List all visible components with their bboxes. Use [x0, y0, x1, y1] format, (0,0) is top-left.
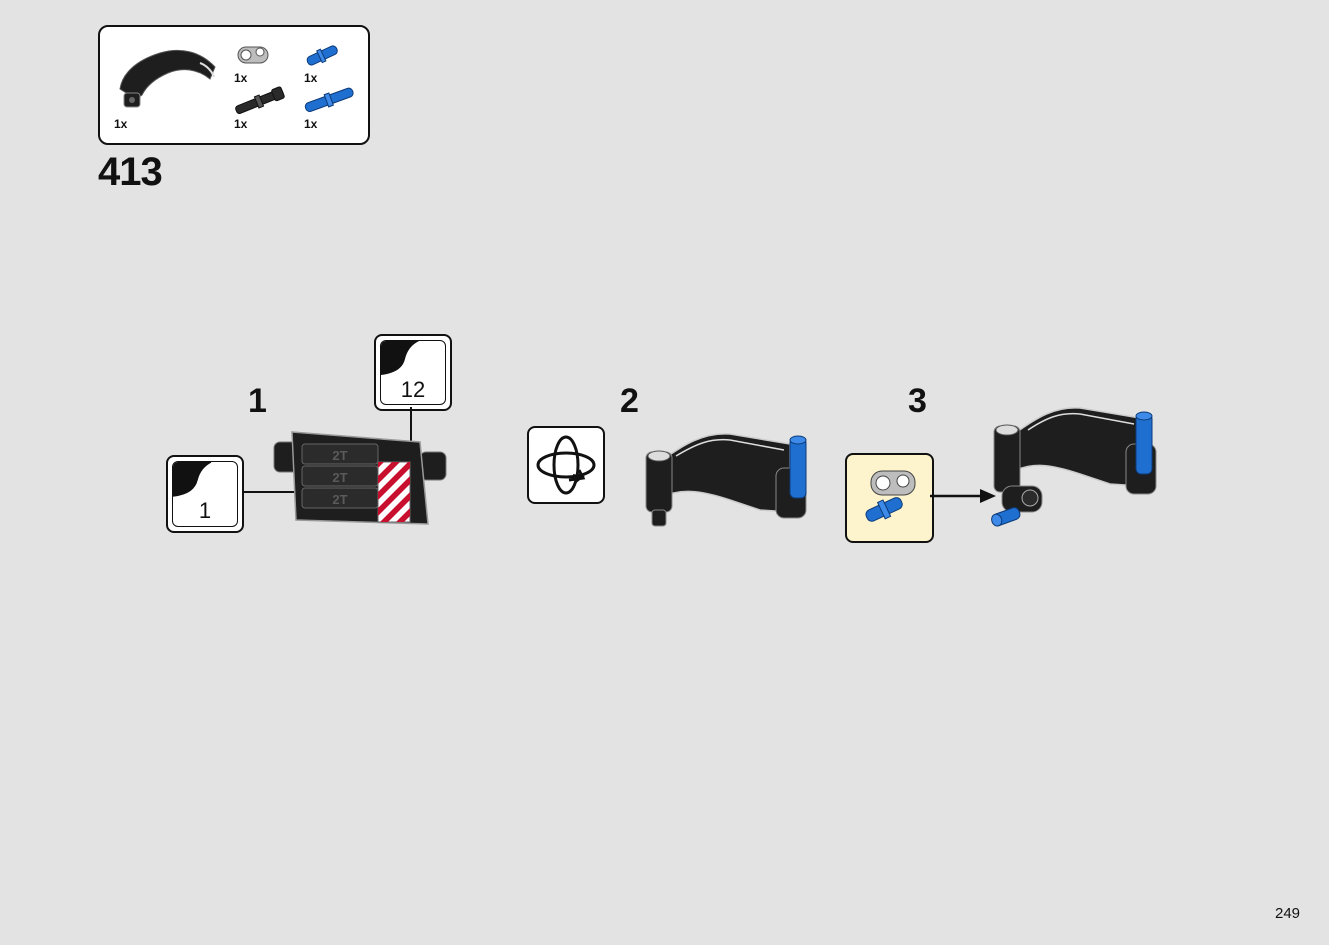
- part-qty: 1x: [234, 71, 248, 85]
- part-qty: 1x: [304, 117, 318, 131]
- sticker-text: 2T: [332, 492, 347, 507]
- sticker-callout-1: 1: [166, 455, 244, 533]
- connector-with-pin-icon: [865, 470, 916, 522]
- blue-pin-short-icon: [306, 45, 338, 66]
- black-panel-piece-icon: [119, 49, 216, 108]
- sub-step-2-label: 2: [620, 382, 639, 420]
- blue-axle-pin-icon: [304, 87, 354, 112]
- sticker-number: 1: [198, 498, 212, 523]
- attach-arrow: [930, 489, 996, 503]
- step-1-panel-model: 2T 2T 2T: [273, 431, 447, 525]
- rotate-model-icon: [536, 435, 596, 495]
- black-axle-pin-icon: [235, 86, 285, 114]
- part-qty: 1x: [304, 71, 318, 85]
- sticker-corner-icon: [173, 462, 212, 497]
- sticker-number: 12: [400, 377, 426, 402]
- part-qty: 1x: [234, 117, 248, 131]
- page-number: 249: [1275, 905, 1301, 922]
- step-number: 413: [98, 150, 163, 194]
- sub-assembly-callout: [845, 453, 934, 543]
- parts-list-box: 1x 1x 1x 1x 1x: [98, 25, 370, 145]
- sticker-text: 2T: [332, 448, 347, 463]
- sub-step-3-label: 3: [908, 382, 927, 420]
- sticker-callout-12: 12: [374, 334, 452, 411]
- grey-connector-icon: [237, 46, 269, 64]
- sticker-text: 2T: [332, 470, 347, 485]
- rotate-model-callout: [527, 426, 605, 504]
- step-3-panel-model: [991, 407, 1157, 527]
- step-2-panel-model: [645, 433, 807, 527]
- sub-step-1-label: 1: [248, 382, 267, 420]
- sticker-corner-icon: [381, 341, 419, 375]
- part-qty: 1x: [114, 117, 128, 131]
